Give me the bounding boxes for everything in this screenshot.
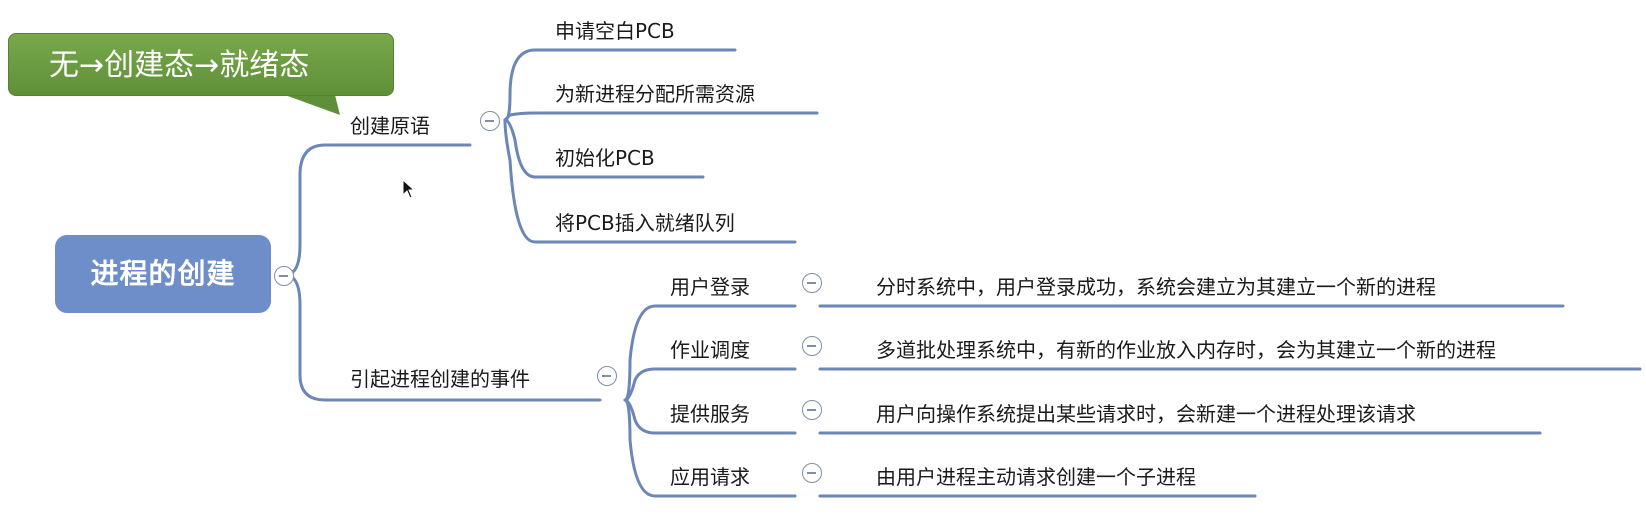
child-allocate-resources[interactable]: 为新进程分配所需资源 xyxy=(555,82,755,106)
connector-b2-c1 xyxy=(623,304,797,402)
root-node-label: 进程的创建 xyxy=(90,257,236,290)
connector-root-branch-1 xyxy=(283,143,472,277)
child-init-pcb-label: 初始化PCB xyxy=(555,146,655,170)
mouse-pointer-icon xyxy=(402,179,416,199)
child-insert-ready-queue-label: 将PCB插入就绪队列 xyxy=(555,211,735,235)
collapse-event-3-icon[interactable] xyxy=(802,400,822,420)
branch-create-primitive-label: 创建原语 xyxy=(350,114,430,138)
event-app-request[interactable]: 应用请求 xyxy=(670,465,750,489)
child-insert-ready-queue[interactable]: 将PCB插入就绪队列 xyxy=(555,211,735,235)
collapse-event-4-icon[interactable] xyxy=(802,463,822,483)
child-init-pcb[interactable]: 初始化PCB xyxy=(555,146,655,170)
collapse-event-1-icon[interactable] xyxy=(802,273,822,293)
event-user-login[interactable]: 用户登录 xyxy=(670,275,750,299)
collapse-branch-2-icon[interactable] xyxy=(597,366,617,386)
child-apply-pcb[interactable]: 申请空白PCB xyxy=(555,19,675,43)
detail-job-scheduling-text: 多道批处理系统中，有新的作业放入内存时，会为其建立一个新的进程 xyxy=(876,338,1496,362)
root-node[interactable]: 进程的创建 xyxy=(55,235,271,313)
branch-create-primitive[interactable]: 创建原语 xyxy=(350,114,430,138)
detail-job-scheduling[interactable]: 多道批处理系统中，有新的作业放入内存时，会为其建立一个新的进程 xyxy=(876,338,1496,362)
detail-app-request[interactable]: 由用户进程主动请求创建一个子进程 xyxy=(876,465,1196,489)
collapse-root-icon[interactable] xyxy=(274,266,294,286)
event-job-scheduling-label: 作业调度 xyxy=(670,338,750,362)
event-job-scheduling[interactable]: 作业调度 xyxy=(670,338,750,362)
branch-creation-events-label: 引起进程创建的事件 xyxy=(350,367,530,391)
detail-provide-service-text: 用户向操作系统提出某些请求时，会新建一个进程处理该请求 xyxy=(876,402,1416,426)
collapse-branch-1-icon[interactable] xyxy=(480,111,500,131)
state-transition-callout: 无→创建态→就绪态 xyxy=(8,33,394,96)
collapse-event-2-icon[interactable] xyxy=(802,336,822,356)
connector-b1-c4 xyxy=(503,118,797,244)
connector-b1-c2 xyxy=(503,111,819,122)
branch-creation-events[interactable]: 引起进程创建的事件 xyxy=(350,367,530,391)
detail-app-request-text: 由用户进程主动请求创建一个子进程 xyxy=(876,465,1196,489)
connector-b2-c4 xyxy=(623,398,797,498)
event-provide-service-label: 提供服务 xyxy=(670,402,750,426)
connector-b1-c3 xyxy=(503,118,705,179)
child-allocate-resources-label: 为新进程分配所需资源 xyxy=(555,82,755,106)
event-provide-service[interactable]: 提供服务 xyxy=(670,402,750,426)
detail-provide-service[interactable]: 用户向操作系统提出某些请求时，会新建一个进程处理该请求 xyxy=(876,402,1416,426)
callout-tail xyxy=(285,95,340,115)
connector-b2-c2 xyxy=(623,367,797,402)
callout-text: 无→创建态→就绪态 xyxy=(49,48,310,83)
event-app-request-label: 应用请求 xyxy=(670,465,750,489)
child-apply-pcb-label: 申请空白PCB xyxy=(555,19,675,43)
detail-user-login-text: 分时系统中，用户登录成功，系统会建立为其建立一个新的进程 xyxy=(876,275,1436,299)
detail-user-login[interactable]: 分时系统中，用户登录成功，系统会建立为其建立一个新的进程 xyxy=(876,275,1436,299)
event-user-login-label: 用户登录 xyxy=(670,275,750,299)
